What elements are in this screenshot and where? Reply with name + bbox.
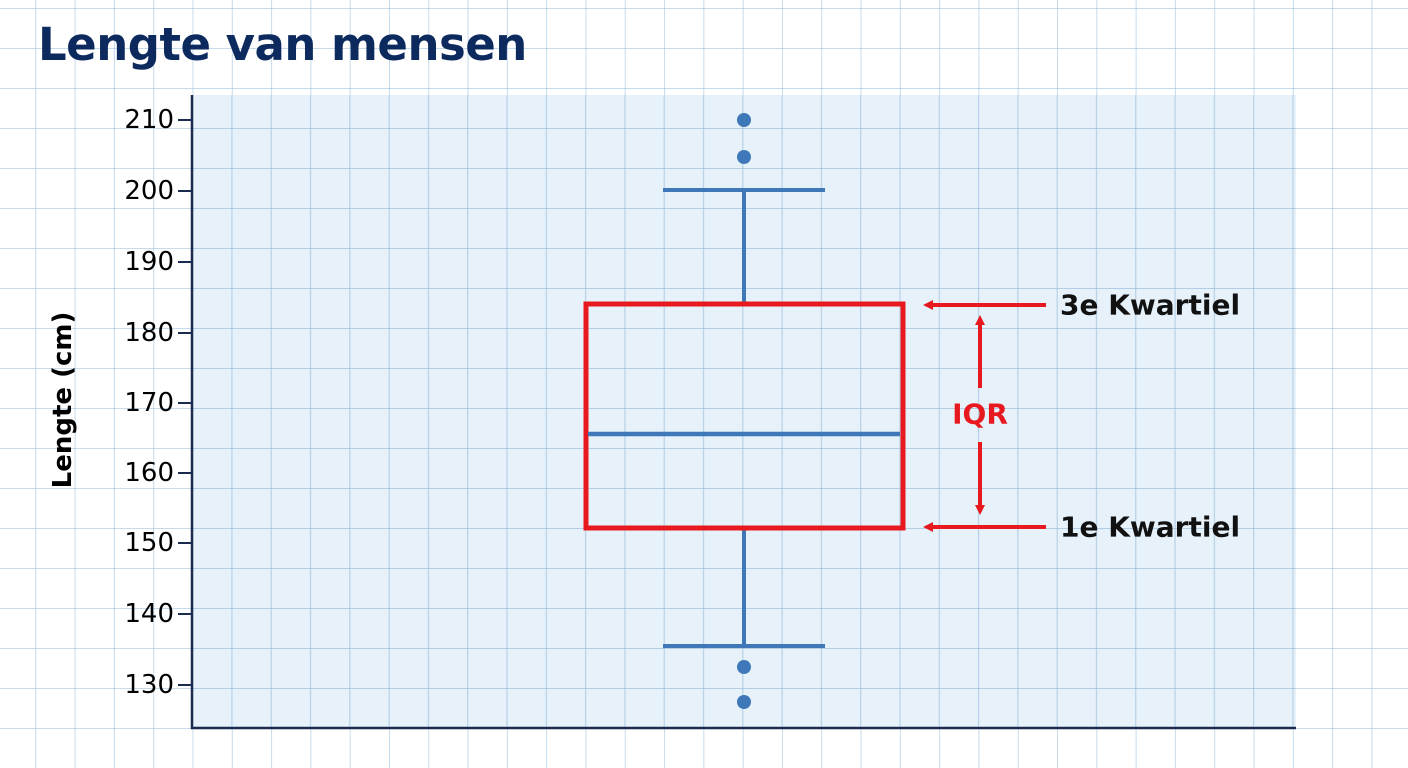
y-tick-label: 170 xyxy=(124,388,174,418)
iqr-label: IQR xyxy=(952,397,1008,431)
y-tick-label: 160 xyxy=(124,458,174,488)
y-tick-label: 150 xyxy=(124,528,174,558)
annotation-arrows xyxy=(923,300,1046,532)
y-tick-label: 200 xyxy=(124,176,174,206)
q3-label: 3e Kwartiel xyxy=(1060,288,1241,322)
outlier-point xyxy=(737,150,751,164)
y-tick-label: 190 xyxy=(124,247,174,277)
y-tick-label: 180 xyxy=(124,318,174,348)
outlier-point xyxy=(737,695,751,709)
whiskers xyxy=(663,188,825,648)
y-tick-label: 140 xyxy=(124,599,174,629)
q1-label: 1e Kwartiel xyxy=(1060,510,1241,544)
y-tick-label: 130 xyxy=(124,670,174,700)
outlier-point xyxy=(737,113,751,127)
y-tick-label: 210 xyxy=(124,105,174,135)
y-tick-marks xyxy=(178,119,192,686)
chart-title: Lengte van mensen xyxy=(38,18,527,71)
iqr-box xyxy=(583,301,906,531)
axes xyxy=(178,95,1296,730)
outlier-point xyxy=(737,660,751,674)
outliers xyxy=(737,113,751,709)
